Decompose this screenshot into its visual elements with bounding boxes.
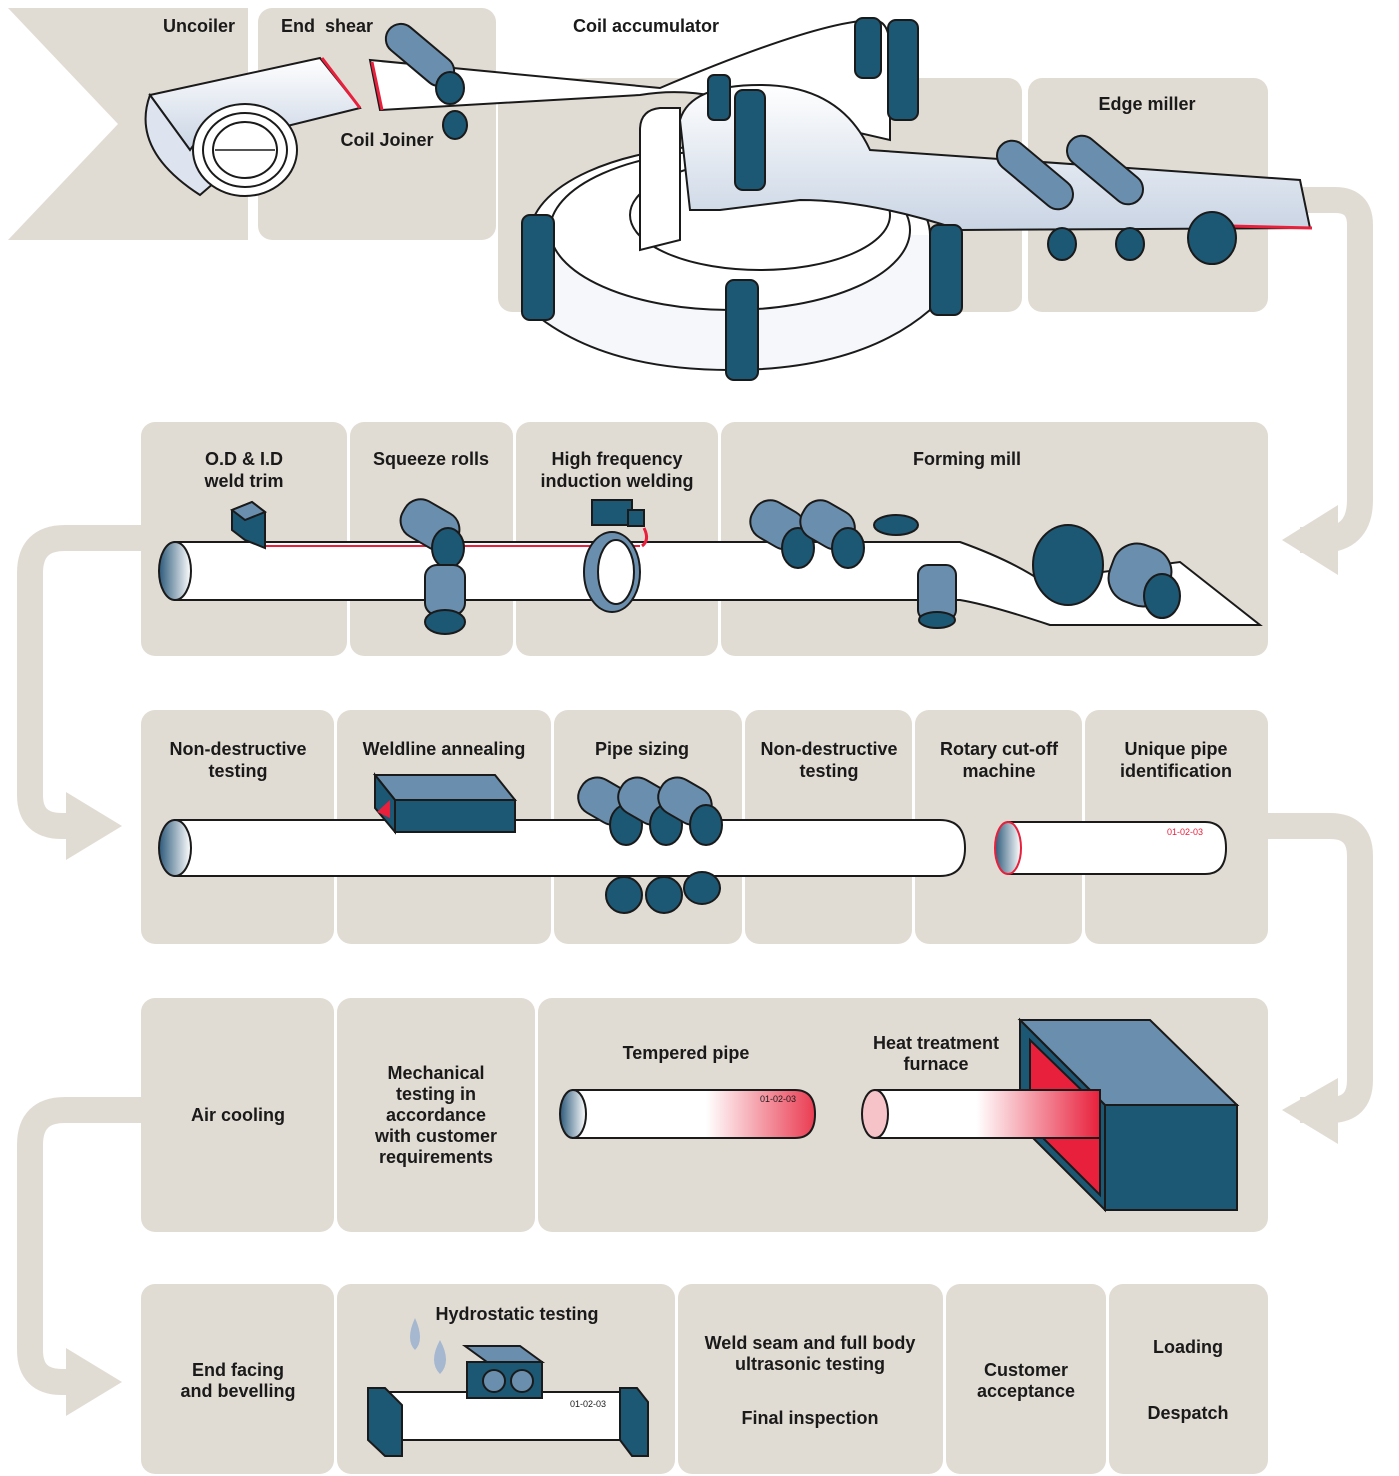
label-unique-id-2: identification <box>1120 761 1232 781</box>
label-air-cooling: Air cooling <box>191 1105 285 1125</box>
label-customer-acceptance-2: acceptance <box>977 1381 1075 1401</box>
label-rotary-cutoff-2: machine <box>962 761 1035 781</box>
label-ndt1-2: testing <box>208 761 267 781</box>
cut-pipe <box>994 821 1228 875</box>
flow-arrowheads <box>66 505 1338 1416</box>
tempered-pipe-code: 01-02-03 <box>760 1094 796 1104</box>
pipe-id-code: 01-02-03 <box>1167 827 1203 837</box>
label-hydrostatic: Hydrostatic testing <box>435 1304 598 1324</box>
flow-arrow-1 <box>1262 187 1373 553</box>
label-loading: Loading <box>1153 1337 1223 1357</box>
label-mech-4: with customer <box>374 1126 497 1146</box>
tempered-pipe <box>559 1089 817 1139</box>
panel-customer-acceptance <box>946 1284 1106 1474</box>
label-forming-mill: Forming mill <box>913 449 1021 469</box>
label-coil-accumulator: Coil accumulator <box>573 16 719 36</box>
panel-ultrasonic <box>678 1284 943 1474</box>
row5-panels <box>141 1284 1268 1474</box>
label-heat-treatment-2: furnace <box>903 1054 968 1074</box>
label-edge-miller: Edge miller <box>1098 94 1195 114</box>
pipe-sizing-rolls <box>577 776 723 914</box>
label-mech-5: requirements <box>379 1147 493 1167</box>
label-end-shear: End shear <box>281 16 373 36</box>
arrowhead-4 <box>66 1348 122 1416</box>
arrowhead-2 <box>66 792 122 860</box>
flow-arrow-4 <box>17 1097 150 1395</box>
label-mech-2: testing in <box>396 1084 476 1104</box>
label-weld-trim-2: weld trim <box>203 471 283 491</box>
edge-miller-rolls <box>996 134 1237 265</box>
label-ndt2-1: Non-destructive <box>760 739 897 759</box>
panel-mechanical-testing <box>337 998 535 1232</box>
hydrostatic-tester <box>367 1318 649 1457</box>
label-tempered-pipe: Tempered pipe <box>623 1043 750 1063</box>
furnace <box>861 1017 1240 1213</box>
label-mech-3: accordance <box>386 1105 486 1125</box>
label-final-inspection: Final inspection <box>741 1408 878 1428</box>
panel-rotary-cutoff <box>915 710 1082 944</box>
flow-arrow-2 <box>17 525 150 839</box>
label-weldline-annealing: Weldline annealing <box>363 739 526 759</box>
label-ultrasonic-1: Weld seam and full body <box>705 1333 916 1353</box>
arrowhead-1 <box>1282 505 1338 575</box>
label-pipe-sizing: Pipe sizing <box>595 739 689 759</box>
panel-air-cooling <box>141 998 334 1232</box>
hydro-pipe-code: 01-02-03 <box>570 1399 606 1409</box>
label-customer-acceptance-1: Customer <box>984 1360 1068 1380</box>
label-ndt1-1: Non-destructive <box>169 739 306 759</box>
hf-welding-tool <box>583 499 649 613</box>
label-squeeze-rolls: Squeeze rolls <box>373 449 489 469</box>
label-ndt2-2: testing <box>799 761 858 781</box>
label-weld-trim-1: O.D & I.D <box>205 449 283 469</box>
row3-pipe <box>158 819 967 877</box>
label-mech-1: Mechanical <box>387 1063 484 1083</box>
label-hf-welding-1: High frequency <box>551 449 682 469</box>
label-end-facing-1: End facing <box>192 1360 284 1380</box>
accumulator-posts <box>521 17 963 381</box>
label-unique-id-1: Unique pipe <box>1125 739 1228 759</box>
forming-mill-rolls <box>749 499 1181 629</box>
weld-trim-tool <box>229 500 268 550</box>
panel-loading <box>1109 1284 1268 1474</box>
panel-end-facing <box>141 1284 334 1474</box>
label-coil-joiner: Coil Joiner <box>340 130 433 150</box>
coil-joiner-roll <box>384 22 468 140</box>
annealing-unit <box>372 772 518 835</box>
arrowhead-3 <box>1282 1078 1338 1144</box>
label-end-facing-2: and bevelling <box>180 1381 295 1401</box>
label-uncoiler: Uncoiler <box>163 16 235 36</box>
uncoiler-coil <box>144 56 362 197</box>
label-heat-treatment-1: Heat treatment <box>873 1033 999 1053</box>
label-ultrasonic-2: ultrasonic testing <box>735 1354 885 1374</box>
squeeze-rolls-tool <box>399 498 466 635</box>
flow-arrow-3 <box>1262 813 1373 1123</box>
label-rotary-cutoff-1: Rotary cut-off <box>940 739 1059 759</box>
label-hf-welding-2: induction welding <box>541 471 694 491</box>
label-despatch: Despatch <box>1147 1403 1228 1423</box>
